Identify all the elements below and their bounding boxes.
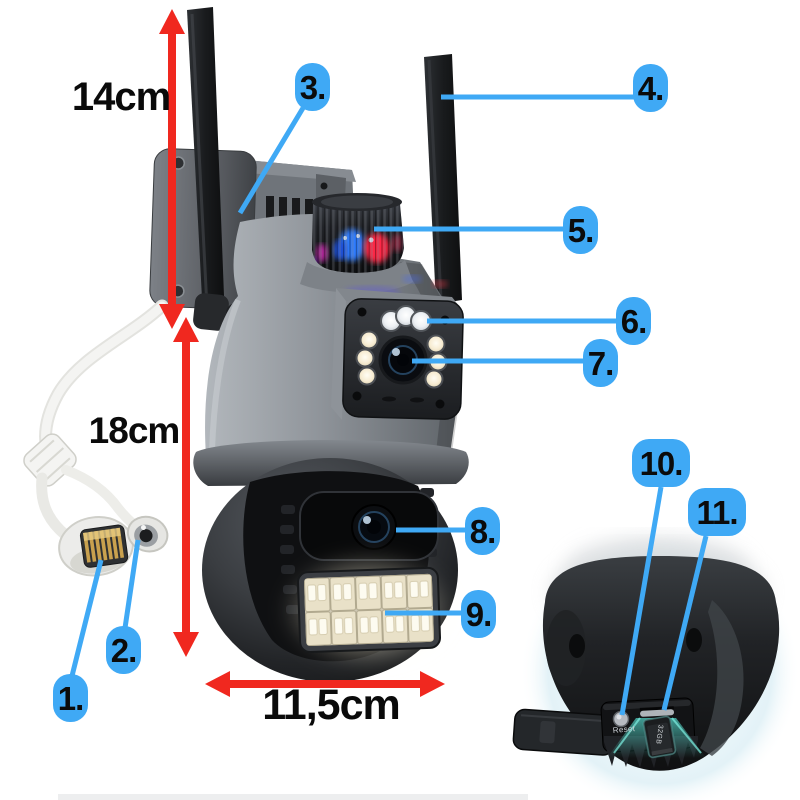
callout-badge-10: 10.: [632, 439, 690, 487]
lower-lens: [351, 504, 397, 550]
callout-badge-11: 11.: [688, 488, 746, 536]
callout-line-1: [69, 559, 104, 677]
upper-camera-module: [331, 288, 464, 420]
callout-number-3: 3.: [299, 68, 327, 106]
callout-number-9: 9.: [465, 595, 493, 633]
ptz-ball: [193, 440, 469, 682]
callout-number-2: 2.: [110, 631, 138, 669]
dimension-arrow-antenna-height: [159, 9, 185, 329]
callout-number-11: 11.: [696, 493, 738, 531]
sd-card-slot: [639, 706, 675, 717]
micro-sd-card: [642, 715, 677, 759]
callout-number-10: 10.: [639, 444, 684, 482]
upper-lens: [378, 335, 428, 385]
inset-bottom-view: [512, 532, 800, 800]
callout-lines: [69, 94, 709, 716]
antenna-right: [424, 54, 462, 304]
callout-line-10: [619, 486, 664, 716]
callout-number-4: 4.: [637, 69, 665, 107]
led-floodlight-panel: [280, 552, 456, 668]
callout-badge-2: 2.: [106, 626, 141, 674]
callout-badge-4: 4.: [633, 64, 668, 112]
callout-number-6: 6.: [620, 302, 648, 340]
siren-dome: [300, 193, 448, 298]
bottom-edge-shadow: [58, 794, 528, 800]
callout-badge-9: 9.: [461, 590, 496, 638]
dimension-label-body-width: 11,5cm: [262, 681, 400, 729]
lower-lens-window: [299, 491, 439, 561]
callout-badge-8: 8.: [465, 507, 500, 555]
port-cover-flap: [512, 708, 616, 756]
callout-line-2: [122, 539, 141, 629]
dimension-label-antenna-height: 14cm: [71, 75, 171, 119]
reset-button: [612, 710, 630, 728]
callout-badge-6: 6.: [616, 297, 651, 345]
power-cable: [23, 299, 169, 577]
callout-line-3: [237, 106, 306, 215]
callout-number-1: 1.: [57, 679, 85, 717]
rj45-connector: [58, 516, 134, 577]
dimension-arrow-body-width: [205, 671, 445, 697]
callout-badge-1: 1.: [53, 674, 88, 722]
dimension-arrow-body-height: [173, 317, 199, 657]
dimension-label-body-height: 18cm: [88, 410, 181, 451]
callout-number-8: 8.: [469, 512, 497, 550]
callout-badge-7: 7.: [583, 339, 618, 387]
callout-line-11: [661, 535, 709, 711]
callout-badge-3: 3.: [295, 63, 330, 111]
callout-number-5: 5.: [567, 211, 595, 249]
white-led-row: [380, 305, 432, 332]
callout-badge-5: 5.: [563, 206, 598, 254]
callout-number-7: 7.: [587, 344, 615, 382]
